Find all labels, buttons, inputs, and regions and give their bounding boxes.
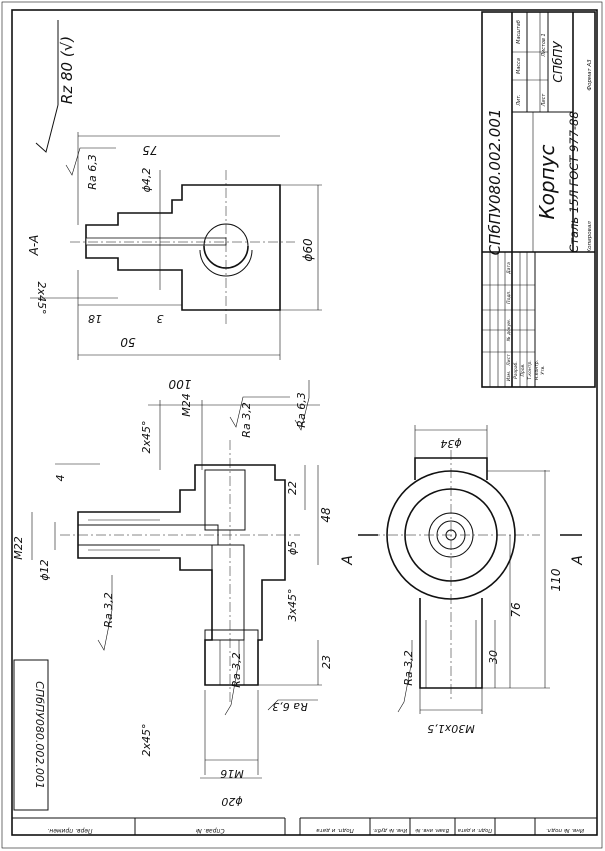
title-organization: СПбПУ: [551, 41, 565, 83]
title-material: Сталь 15Л ГОСТ 977-88: [567, 111, 581, 252]
title-copied: Копировал: [587, 221, 593, 253]
dim-18: 18: [88, 312, 102, 325]
hdr-list: Лист: [506, 354, 512, 367]
rough-aa: Ra 6,3: [86, 154, 99, 189]
title-block: СПбПУ080.002.001 Корпус Сталь 15Л ГОСТ 9…: [481, 11, 596, 388]
rough-front-right: Ra 6,3: [295, 392, 308, 427]
rough-front-left: Ra 3,2: [102, 592, 115, 627]
side-view-a: А А ϕ34 110 76 30 M30x1,5 Ra 3,2: [340, 425, 586, 735]
hdr-ndoc: № докум.: [506, 319, 512, 342]
stamp-inv-podl: Инв. № подл.: [546, 827, 584, 833]
stamp-inv-dubl: Инв. № дубл.: [373, 827, 407, 833]
dim-m16: M16: [220, 767, 244, 780]
section-aa-view: А-А 75 ϕ4,2 ϕ60 2x45° 18 3 50 Ra 6,3: [27, 132, 322, 360]
dim-d60: ϕ60: [301, 238, 315, 262]
inner-frame: [11, 9, 598, 836]
dim-76: 76: [509, 602, 523, 618]
dim-d42: ϕ4,2: [140, 168, 153, 193]
dim-d12: ϕ12: [38, 559, 51, 580]
hdr-mass: Масса: [516, 58, 522, 74]
title-part-name: Корпус: [535, 144, 559, 219]
stamp-podp-date-2: Подп. и дата: [458, 827, 492, 833]
section-label: А-А: [27, 235, 41, 257]
rough-front-bottom2: Ra 6,3: [272, 700, 307, 713]
dim-chamfer2: 2x45°: [140, 420, 153, 453]
hdr-razrab: Разраб.: [513, 361, 519, 379]
hdr-utv: Утв.: [540, 365, 546, 374]
hdr-sheet: Лист: [541, 93, 547, 108]
dim-50: 50: [120, 335, 136, 349]
hdr-tkontr: Т.контр.: [527, 360, 533, 380]
hdr-izm: Изм.: [506, 371, 512, 382]
rough-front-bottom: Ra 3,2: [230, 652, 243, 687]
dim-30: 30: [487, 650, 500, 664]
dim-d34: ϕ34: [440, 437, 461, 450]
stamp-perv-primen: Перв. примен.: [47, 827, 92, 834]
hdr-date: Дата: [506, 262, 512, 275]
title-doc-number: СПбПУ080.002.001: [486, 109, 504, 256]
hdr-prov: Пров.: [520, 363, 526, 376]
rough-front-top: Ra 3,2: [240, 402, 253, 437]
general-roughness: Rz 80 (√): [35, 20, 76, 153]
dim-4: 4: [54, 475, 67, 482]
dim-75: 75: [142, 143, 157, 157]
view-letter-left: А: [340, 555, 356, 566]
dim-m22: M22: [12, 536, 25, 560]
dim-chamfer4: 2x45°: [140, 723, 153, 756]
dim-m30: M30x1,5: [427, 722, 475, 735]
side-doc-number: СПбПУ080.002.001: [33, 681, 46, 789]
view-letter-right: А: [570, 555, 586, 566]
stamp-podp-date-1: Подп. и дата: [316, 827, 354, 833]
side-stamp: СПбПУ080.002.001: [13, 659, 49, 811]
dim-d5: ϕ5: [286, 541, 299, 555]
dim-d20: ϕ20: [221, 795, 242, 808]
hdr-sheets: Листов 1: [541, 33, 547, 57]
dim-3: 3: [157, 312, 164, 325]
dim-110: 110: [549, 568, 563, 591]
hdr-scale: Масштаб: [516, 20, 522, 44]
title-format: Формат А3: [587, 59, 593, 91]
dim-100: 100: [168, 377, 191, 391]
hdr-nkontr: Н.контр.: [534, 360, 540, 380]
rough-side: Ra 3,2: [402, 650, 415, 685]
bottom-stamp: Перв. примен. Справ. № Подп. и дата Инв.…: [12, 817, 597, 835]
dim-48: 48: [319, 507, 333, 523]
dim-chamfer3: 3x45°: [286, 588, 299, 621]
stamp-vzam-inv: Взам. инв. №: [415, 827, 449, 833]
dim-m24: M24: [180, 393, 193, 417]
stamp-sprav: Справ. №: [195, 827, 224, 834]
dim-22: 22: [286, 481, 299, 495]
roughness-general: Rz 80 (√): [58, 36, 76, 104]
front-section-view: 100 M24 2x45° 4 22 48 M22 ϕ12 ϕ5 3x45° 2…: [12, 377, 333, 808]
hdr-sign: Подп.: [506, 290, 512, 304]
dim-23: 23: [320, 655, 333, 669]
hdr-lit: Лит.: [516, 94, 522, 107]
